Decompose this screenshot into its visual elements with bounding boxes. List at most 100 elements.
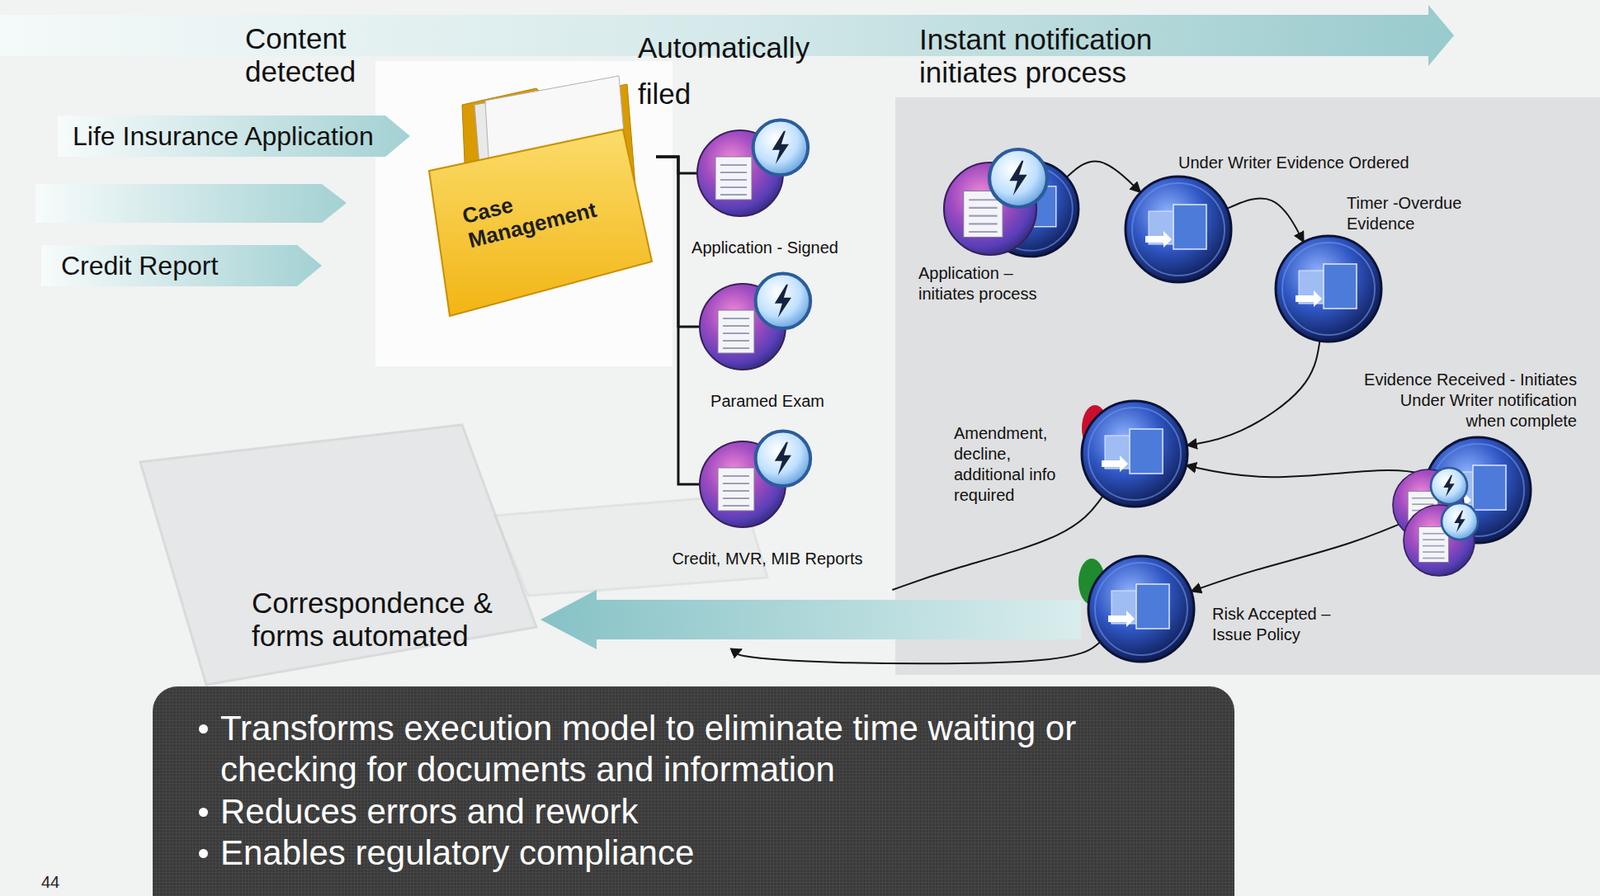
process-circle bbox=[1125, 176, 1232, 283]
connector bbox=[892, 495, 1103, 590]
banner-caption: Automatically filed bbox=[637, 24, 836, 118]
document-line bbox=[1411, 497, 1434, 500]
bullet-row: Reduces errors and rework bbox=[198, 791, 1202, 833]
bullet-dot bbox=[198, 807, 208, 817]
output-arrow: Correspondence & forms automated bbox=[540, 589, 1081, 650]
label-holder: Application - Signed bbox=[691, 237, 839, 259]
document-line bbox=[722, 497, 750, 500]
bullet-text: Reduces errors and rework bbox=[220, 791, 1145, 833]
screen-front bbox=[1323, 264, 1357, 309]
document-line bbox=[722, 317, 750, 320]
connector bbox=[736, 641, 1100, 664]
laptop-sketch bbox=[140, 424, 537, 685]
icon-group bbox=[1275, 235, 1382, 342]
drawing-part bbox=[656, 156, 1430, 664]
badge-body bbox=[1441, 503, 1478, 540]
process-circle bbox=[1275, 235, 1382, 342]
arrow-body bbox=[540, 589, 1081, 650]
document-line bbox=[1422, 538, 1445, 541]
connector bbox=[656, 156, 698, 174]
document-line bbox=[720, 171, 747, 174]
document-line bbox=[722, 325, 750, 327]
document-line bbox=[722, 490, 750, 492]
document-sheet bbox=[715, 156, 752, 200]
document-line bbox=[1422, 551, 1445, 553]
circle-ring bbox=[1282, 242, 1375, 336]
icon-group bbox=[943, 149, 1079, 257]
icon-group bbox=[699, 431, 811, 528]
document-line bbox=[720, 164, 747, 166]
node-label: Amendment, decline, additional info requ… bbox=[953, 423, 1070, 506]
event-badge bbox=[989, 149, 1048, 208]
document-line bbox=[722, 505, 750, 507]
document-line bbox=[722, 347, 750, 350]
process-step-icon: Risk Accepted – Issue Policy bbox=[1088, 556, 1195, 662]
label-holder: Correspondence & forms automated bbox=[251, 586, 524, 654]
photo-area bbox=[895, 97, 1600, 675]
circle-body bbox=[1088, 556, 1195, 662]
screen-front bbox=[1129, 429, 1163, 474]
connector bbox=[1185, 465, 1427, 477]
folder-backdrop bbox=[375, 61, 673, 367]
node-label: Correspondence & forms automated bbox=[251, 586, 524, 654]
node-label: Under Writer Evidence Ordered bbox=[1178, 152, 1410, 174]
node-label: Paramed Exam bbox=[710, 391, 825, 412]
icon-group bbox=[1125, 176, 1232, 283]
event-badge bbox=[753, 120, 809, 176]
lightning-bolt bbox=[1009, 160, 1027, 196]
flow-arrow bbox=[1101, 455, 1129, 472]
process-step-icon: Amendment, decline, additional info requ… bbox=[1081, 401, 1188, 507]
document-line bbox=[968, 222, 997, 225]
document-line bbox=[1411, 503, 1434, 506]
icon-drawing bbox=[999, 318, 1270, 590]
document-line bbox=[720, 193, 747, 196]
label-holder: Timer -Overdue Evidence bbox=[1346, 193, 1479, 235]
event-badge bbox=[755, 273, 812, 330]
document-line bbox=[968, 231, 997, 233]
node-label: Timer -Overdue Evidence bbox=[1346, 193, 1479, 235]
connector bbox=[1190, 511, 1430, 592]
label-holder: Amendment, decline, additional info requ… bbox=[953, 423, 1070, 506]
banner-caption: Instant notification initiates process bbox=[919, 23, 1192, 90]
document-icon: Credit, MVR, MIB Reports bbox=[699, 441, 786, 528]
banner-caption: Content detected bbox=[245, 22, 378, 90]
input-tag bbox=[35, 184, 347, 223]
icon-group bbox=[1088, 556, 1195, 662]
folder-drawing bbox=[412, 71, 657, 317]
process-circle bbox=[1081, 401, 1188, 507]
tag-label: Life Insurance Application bbox=[57, 115, 374, 157]
circle-body bbox=[1125, 176, 1232, 283]
bullet-dot bbox=[198, 849, 208, 859]
flow-arrow bbox=[1108, 610, 1135, 628]
process-circle bbox=[1088, 556, 1195, 662]
document-sheet bbox=[717, 467, 755, 511]
node-label: Evidence Received - Initiates Under Writ… bbox=[1359, 369, 1577, 432]
flow-arrow bbox=[1295, 290, 1322, 307]
badge-body bbox=[755, 273, 812, 330]
bullet-text: Enables regulatory compliance bbox=[220, 832, 1145, 874]
event-badge bbox=[1430, 467, 1468, 505]
screen-front bbox=[1136, 584, 1170, 629]
lightning-bolt bbox=[774, 442, 792, 476]
bullet-row: Transforms execution model to eliminate … bbox=[198, 707, 1202, 792]
circle-ring bbox=[1132, 183, 1225, 276]
connector bbox=[1227, 198, 1304, 242]
benefits-panel: Transforms execution model to eliminate … bbox=[152, 686, 1235, 896]
flow-arrow bbox=[1145, 231, 1172, 248]
connector bbox=[1066, 160, 1142, 193]
bullet-row: Enables regulatory compliance bbox=[198, 832, 1202, 874]
icon-drawing bbox=[617, 358, 869, 610]
document-line bbox=[968, 215, 997, 218]
circle-body bbox=[1081, 401, 1188, 507]
icon-drawing bbox=[617, 201, 869, 453]
bullet-text: Transforms execution model to eliminate … bbox=[220, 707, 1145, 792]
badge-body bbox=[989, 149, 1048, 208]
node-label: Application – initiates process bbox=[918, 263, 1043, 305]
screen-front bbox=[1173, 204, 1207, 250]
label-holder: Paramed Exam bbox=[710, 391, 825, 412]
tag-label: Credit Report bbox=[41, 245, 218, 287]
node-label: Risk Accepted – Issue Policy bbox=[1212, 604, 1349, 646]
input-tag: Credit Report bbox=[41, 245, 322, 287]
